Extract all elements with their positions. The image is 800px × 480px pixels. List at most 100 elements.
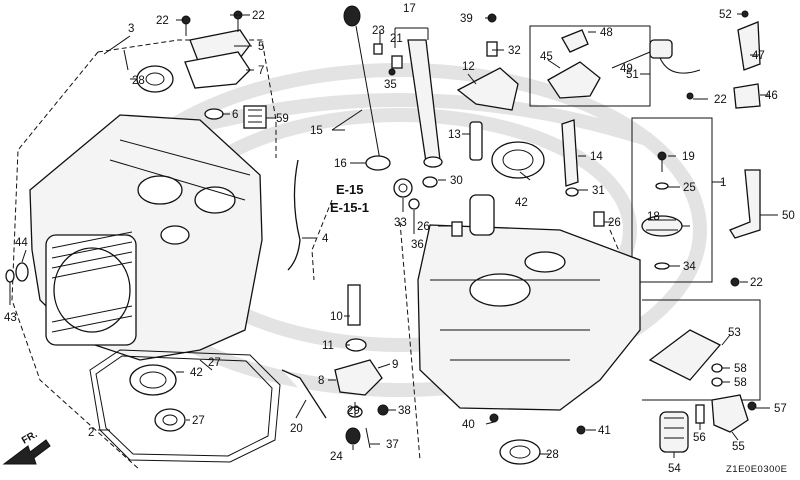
- bolt-40: [489, 413, 499, 423]
- callout-21: 21: [390, 33, 403, 45]
- callout-50: 50: [782, 210, 795, 222]
- callout-55: 55: [732, 441, 745, 453]
- bracket-45: [547, 61, 601, 99]
- callout-15: 15: [310, 125, 323, 137]
- callout-41: 41: [598, 425, 611, 437]
- callout-28: 28: [132, 75, 145, 87]
- callout-5: 5: [258, 41, 264, 53]
- callout-32: 32: [508, 45, 521, 57]
- callout-42: 42: [515, 197, 528, 209]
- pin-21: [391, 55, 403, 69]
- callout-35: 35: [384, 79, 397, 91]
- callout-3: 3: [128, 23, 134, 35]
- callout-28: 28: [546, 449, 559, 461]
- bearing-42-right: [491, 141, 545, 179]
- callout-30: 30: [450, 175, 463, 187]
- callout-51: 51: [626, 69, 639, 81]
- bolt-57: [747, 401, 757, 411]
- front-direction-label: FR.: [20, 429, 40, 447]
- leader-lines: [9, 13, 778, 458]
- callout-38: 38: [398, 405, 411, 417]
- seal-27-left: [154, 408, 186, 432]
- bolt-23: [373, 43, 383, 55]
- callout-2: 2: [88, 427, 94, 439]
- callout-58: 58: [734, 377, 747, 389]
- callout-27: 27: [208, 357, 221, 369]
- washer-43: [5, 269, 15, 283]
- nipple-56: [695, 404, 705, 424]
- callout-54: 54: [668, 463, 681, 475]
- bolt-22-top: [233, 10, 243, 32]
- bracket-48: [561, 29, 589, 53]
- callout-11: 11: [322, 340, 334, 352]
- callout-29: 29: [347, 405, 360, 417]
- callout-57: 57: [774, 403, 787, 415]
- bolt-52: [741, 10, 749, 18]
- dowel-32: [486, 41, 498, 57]
- oring-31: [565, 187, 579, 197]
- bolt-22-bracket: [686, 92, 694, 100]
- pin-26-left: [451, 221, 463, 237]
- crankcase: [417, 194, 641, 411]
- callout-34: 34: [683, 261, 696, 273]
- callout-39: 39: [460, 13, 473, 25]
- callout-22: 22: [156, 15, 169, 27]
- washer-36: [408, 198, 420, 210]
- filter-plate-53: [648, 329, 722, 381]
- callout-27: 27: [192, 415, 205, 427]
- callout-40: 40: [462, 419, 475, 431]
- callout-1: 1: [720, 177, 726, 189]
- bracket-47: [737, 21, 761, 71]
- washer-34: [654, 262, 670, 270]
- callout-43: 43: [4, 312, 17, 324]
- seal-28-bottom: [499, 439, 541, 465]
- callout-26: 26: [417, 221, 430, 233]
- seal-13: [469, 121, 483, 161]
- bearing-42-left: [129, 364, 177, 396]
- governor-box: [631, 117, 713, 283]
- callout-22: 22: [714, 94, 727, 106]
- oring-44: [15, 262, 29, 282]
- filter-base-55: [711, 394, 749, 433]
- callout-53: 53: [728, 327, 741, 339]
- washer-58-b: [711, 377, 723, 387]
- callout-13: 13: [448, 129, 461, 141]
- breather-hose-4: [287, 159, 301, 271]
- nut-35: [388, 68, 396, 76]
- callout-49: 49: [620, 63, 633, 75]
- bolt-19: [657, 151, 667, 172]
- callout-56: 56: [693, 432, 706, 444]
- callout-48: 48: [600, 27, 613, 39]
- cover-46: [733, 83, 761, 109]
- callout-36: 36: [411, 239, 424, 251]
- callout-18: 18: [647, 211, 660, 223]
- arm-20: [281, 369, 327, 419]
- case-gasket: [89, 349, 281, 463]
- callout-25: 25: [683, 182, 696, 194]
- callout-46: 46: [765, 90, 778, 102]
- callout-20: 20: [290, 423, 303, 435]
- bolt-22-top-left: [181, 15, 191, 36]
- bolt-38: [377, 404, 389, 416]
- shaft-10: [347, 284, 361, 326]
- pin-37: [365, 427, 371, 449]
- callout-16: 16: [334, 158, 347, 170]
- oring-30: [422, 176, 438, 188]
- plate-59: [243, 105, 267, 129]
- callout-10: 10: [330, 311, 343, 323]
- reference-label: E-15-1: [330, 200, 369, 215]
- head-group-outline: [11, 39, 277, 471]
- callout-17: 17: [403, 3, 416, 15]
- plug-33: [393, 178, 413, 198]
- washer-25: [655, 182, 669, 190]
- bolt-22-right: [730, 277, 740, 287]
- washer-58-a: [711, 363, 723, 373]
- callout-22: 22: [750, 277, 763, 289]
- callout-42: 42: [190, 367, 203, 379]
- callout-12: 12: [462, 61, 475, 73]
- cylinder-block: [29, 114, 263, 361]
- front-direction-arrow: [2, 439, 51, 465]
- plate-14: [561, 119, 579, 187]
